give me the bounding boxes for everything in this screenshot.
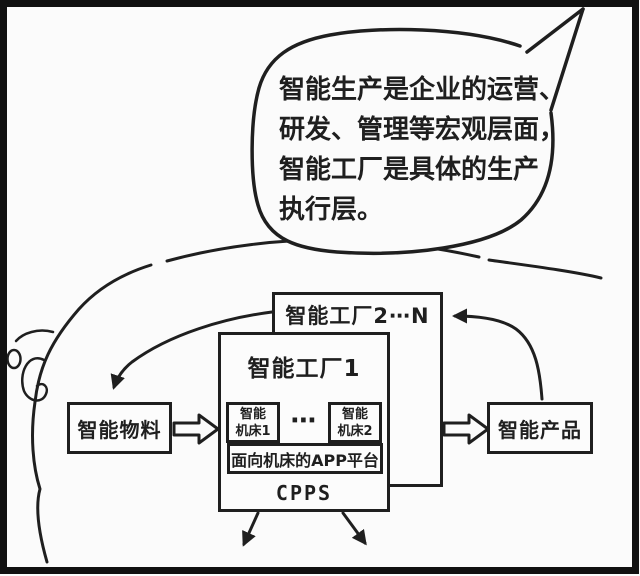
character-doodle: [6, 329, 55, 402]
speech-bubble-outline: [250, 27, 555, 255]
speech-bubble-tail: [525, 7, 585, 112]
block-arrow-left: [172, 413, 220, 445]
arrow-to-material: [110, 310, 274, 390]
down-arrow-left: [242, 511, 260, 547]
down-arrow-right: [341, 511, 367, 546]
block-arrow-right: [442, 413, 490, 445]
speech-bubble: [252, 29, 553, 254]
dome-curve: [31, 238, 603, 564]
arrow-to-factory-n: [452, 308, 544, 401]
